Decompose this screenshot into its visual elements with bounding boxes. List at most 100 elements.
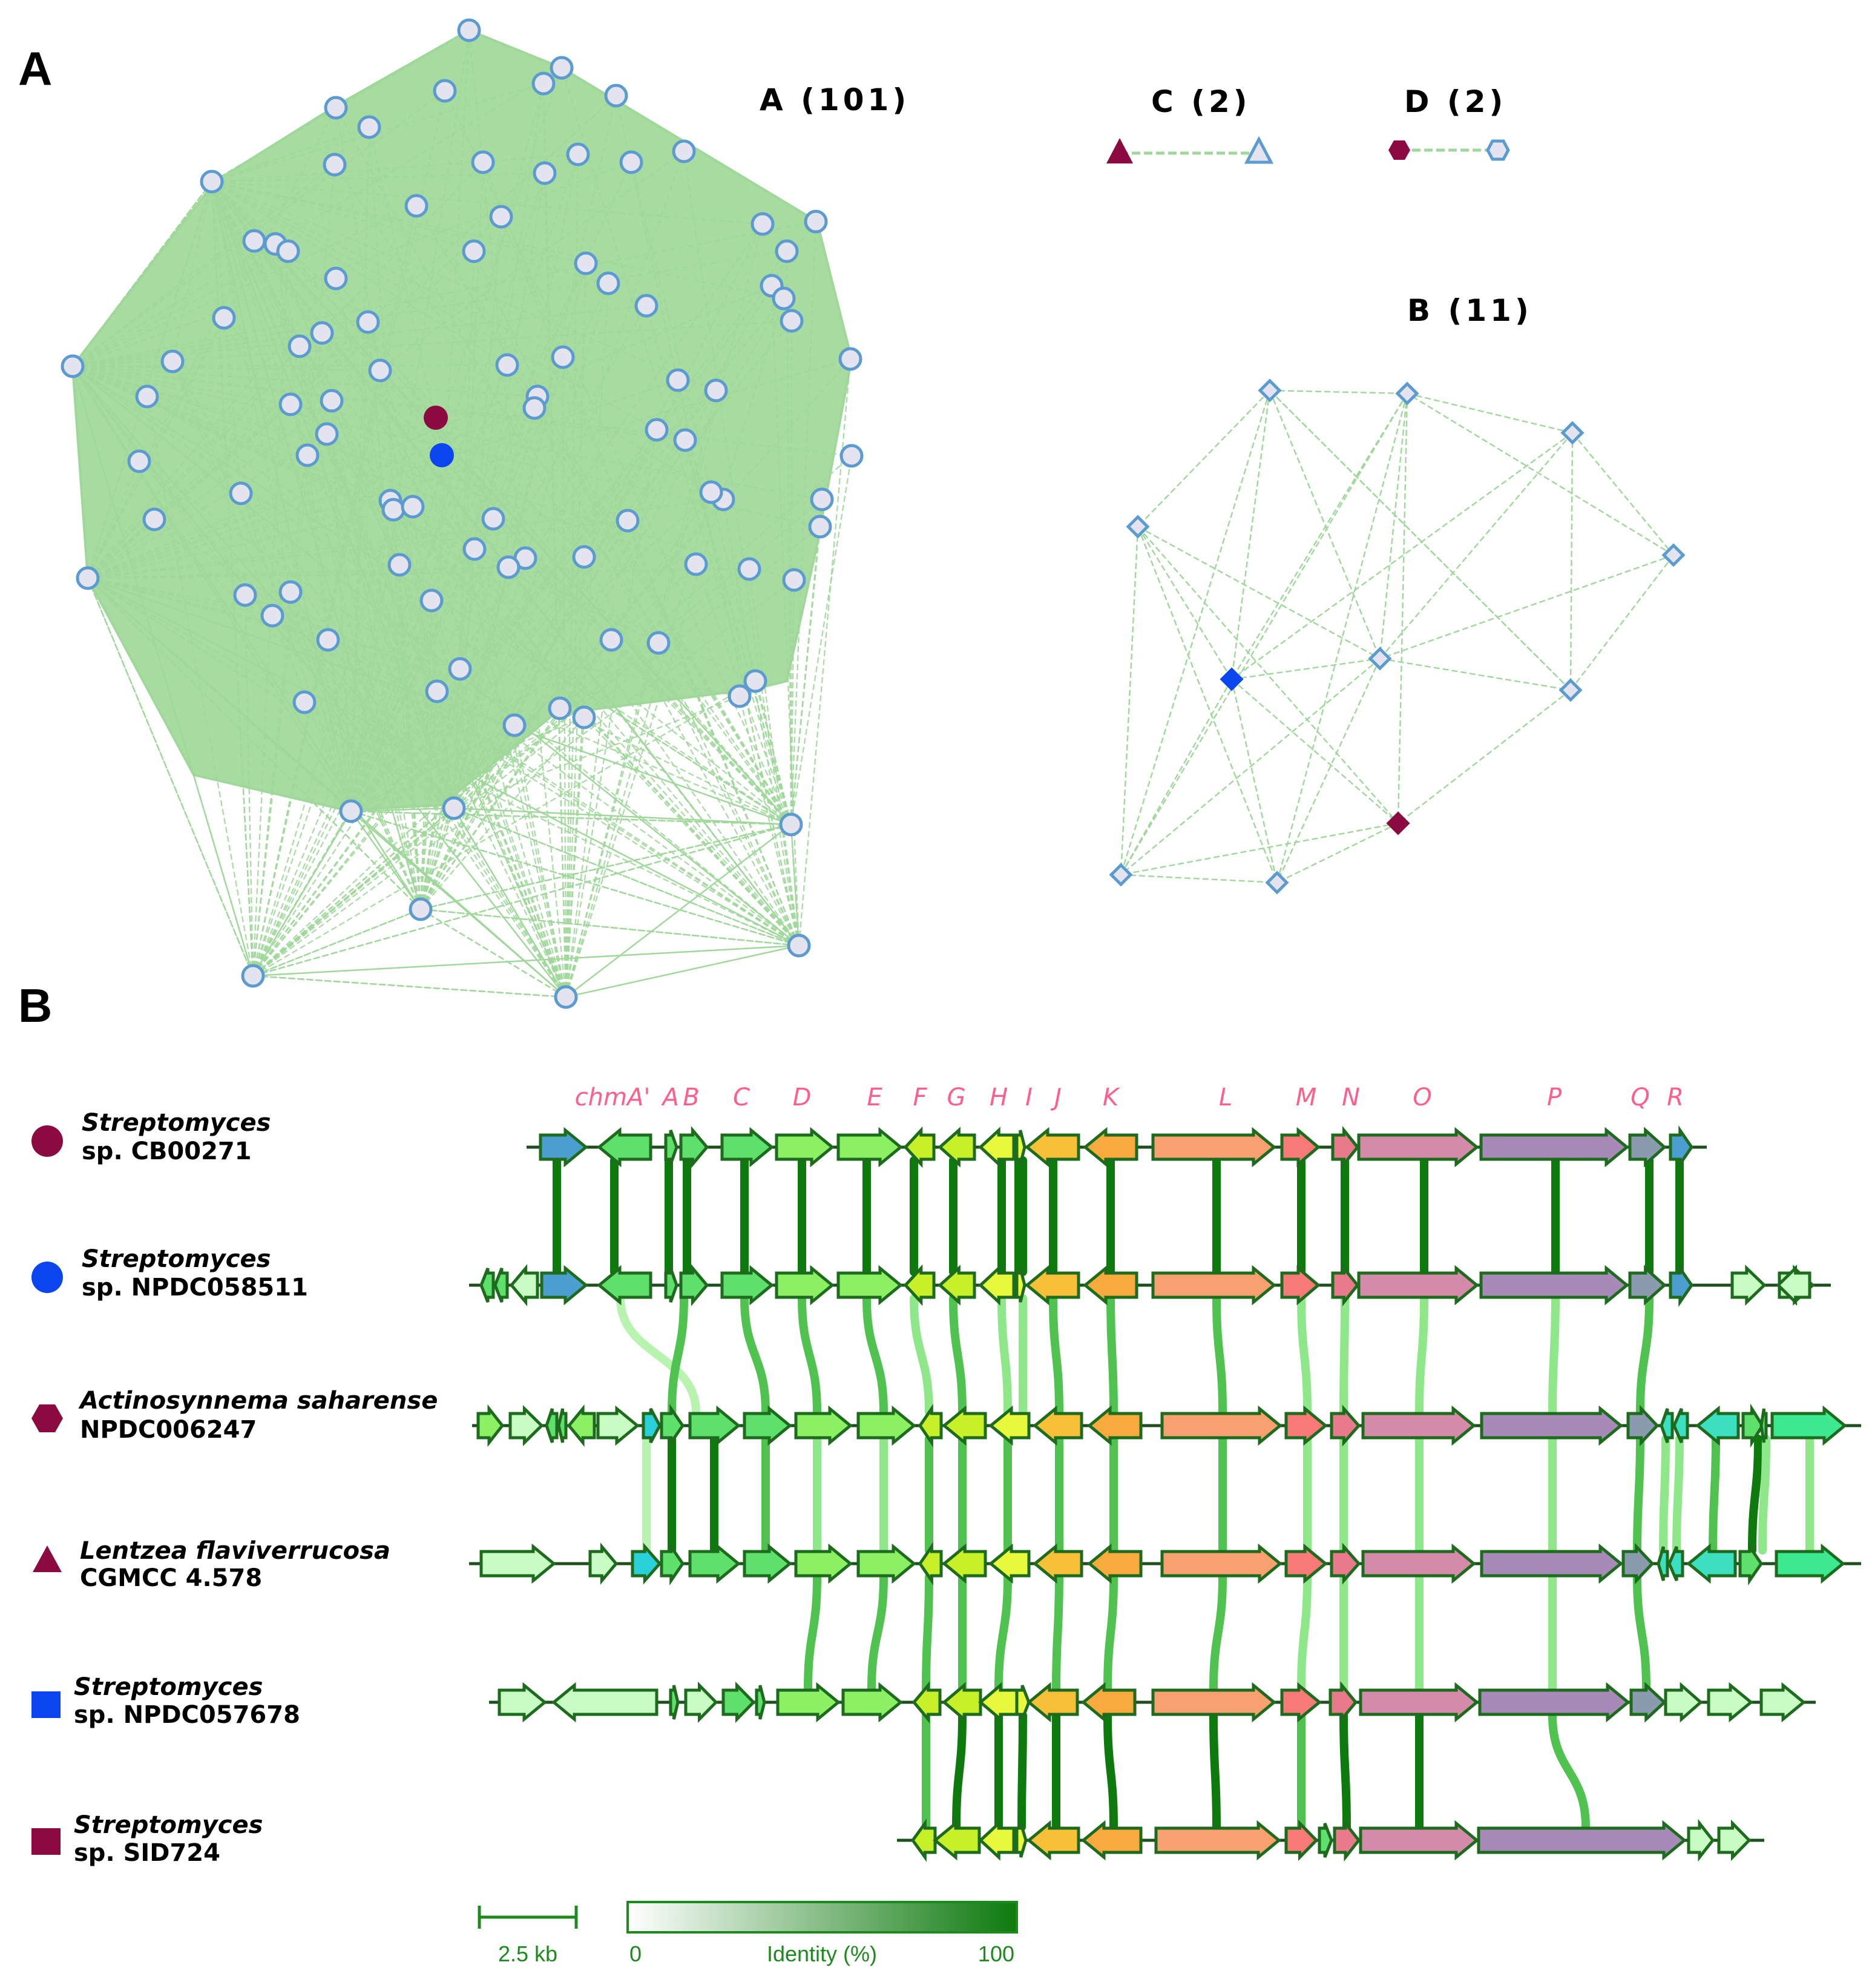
network-edge — [507, 364, 792, 825]
network-edge — [398, 564, 422, 910]
network-edge — [565, 556, 585, 998]
gene-arrow — [1669, 1263, 1694, 1308]
network-edge — [72, 366, 659, 643]
network-node — [310, 321, 334, 345]
network-edge — [493, 518, 792, 825]
homology-link — [952, 1711, 967, 1831]
network-edge — [87, 577, 800, 947]
network-d: D (2) — [1388, 84, 1510, 161]
homology-link — [1297, 1294, 1312, 1417]
network-edge — [211, 181, 612, 640]
network-edge — [1120, 822, 1399, 876]
network-edge — [171, 361, 422, 910]
network-node — [320, 389, 344, 413]
gene-arrow — [856, 1543, 916, 1584]
gene-arrow — [836, 1127, 903, 1168]
network-edge — [790, 320, 793, 825]
network-edge — [252, 518, 494, 976]
gene-label: K — [1103, 1084, 1120, 1111]
network-edge — [252, 908, 421, 977]
network-edge — [87, 498, 724, 579]
gene-arrow — [794, 1405, 853, 1446]
network-edge — [565, 492, 712, 998]
network-edge — [393, 509, 792, 825]
gene-arrow — [1478, 1682, 1631, 1723]
network-d-node-query — [1388, 140, 1410, 160]
network-node — [462, 537, 487, 561]
homology-link — [1748, 1435, 1762, 1555]
network-edge — [211, 181, 352, 812]
gene-arrow — [1660, 1408, 1674, 1443]
homology-link — [1052, 1573, 1063, 1693]
network-b-nodes — [1109, 378, 1686, 895]
gene-arrow — [1717, 1819, 1752, 1861]
gene-arrow — [1669, 1125, 1694, 1170]
network-edge — [1570, 555, 1674, 691]
network-node — [750, 212, 775, 236]
gene-arrow — [1628, 1265, 1667, 1306]
species-row-1: Streptomyces sp. CB00271 — [31, 1109, 271, 1165]
network-node — [646, 631, 671, 655]
network-node — [743, 669, 767, 693]
network-edge — [252, 396, 538, 976]
gene-arrow — [1160, 1405, 1282, 1446]
network-edge — [299, 346, 800, 946]
network-edge — [544, 173, 567, 998]
gene-arrow — [1015, 1685, 1031, 1720]
network-edge — [565, 223, 764, 998]
network-edge — [211, 180, 586, 265]
network-node — [495, 353, 519, 377]
network-node — [838, 347, 862, 371]
gene-arrow — [775, 1127, 835, 1168]
network-node — [260, 604, 284, 628]
network-c: C (2) — [1106, 84, 1274, 164]
gene-arrow — [508, 1405, 544, 1446]
network-edge — [1137, 526, 1399, 824]
network-edge — [87, 577, 273, 617]
gene-arrow — [688, 1543, 741, 1584]
gene-arrow — [938, 1265, 976, 1306]
network-node — [666, 368, 690, 392]
network-a-nodes — [61, 18, 864, 1009]
gene-arrow — [596, 1405, 640, 1446]
network-edge — [1120, 393, 1408, 875]
network-edge — [72, 220, 816, 367]
gene-arrow — [1707, 1682, 1753, 1723]
network-edge — [72, 365, 394, 511]
network-node — [276, 239, 300, 263]
network-edge — [252, 439, 686, 976]
network-edge — [453, 808, 567, 998]
network-edge — [790, 455, 853, 825]
gene-arrow — [1015, 1823, 1028, 1858]
gene-arrow — [1687, 1818, 1715, 1862]
network-edge — [473, 548, 567, 998]
gene-arrow — [1033, 1405, 1083, 1446]
network-edge — [252, 221, 816, 976]
network-node — [368, 358, 392, 383]
gene-arrow — [918, 1541, 943, 1586]
network-node — [481, 507, 505, 531]
network-edge — [71, 366, 254, 976]
gene-arrow — [1361, 1543, 1476, 1584]
homology-link — [1633, 1435, 1644, 1555]
gene-arrow — [642, 1407, 662, 1444]
identity-legend: 0 Identity (%) 100 — [626, 1901, 1018, 1966]
gene-label: H — [990, 1084, 1008, 1111]
network-node — [278, 580, 303, 604]
gene-arrow — [743, 1543, 792, 1584]
gene-arrow — [1361, 1405, 1476, 1446]
gene-arrow — [679, 1264, 709, 1306]
gene-label: C — [733, 1084, 750, 1111]
gene-arrow — [597, 1127, 652, 1168]
network-node — [1558, 678, 1583, 702]
network-node — [787, 933, 811, 958]
homology-link — [1758, 1435, 1770, 1555]
network-node — [324, 266, 348, 291]
homology-link — [1636, 1294, 1654, 1417]
network-node-query-blue — [1220, 667, 1244, 691]
network-edge — [1120, 390, 1271, 875]
network-node — [780, 309, 804, 333]
network-edge — [72, 251, 289, 367]
gene-label: O — [1413, 1084, 1431, 1111]
